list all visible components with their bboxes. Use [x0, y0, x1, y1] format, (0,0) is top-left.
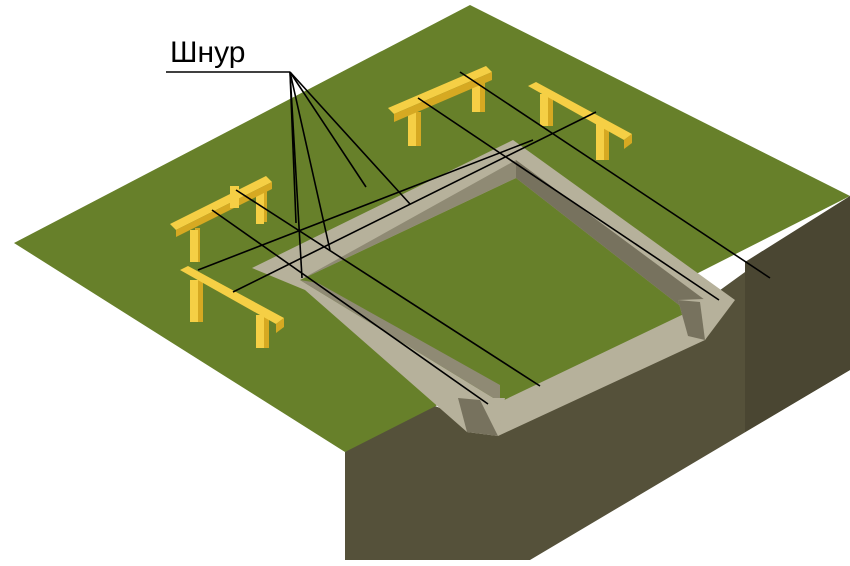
cord-line [459, 71, 771, 279]
batter-board-left-back [170, 176, 272, 262]
cord-line [211, 209, 489, 405]
trench-inner-wall-top [300, 160, 516, 280]
trench-inner-wall-right [516, 160, 705, 312]
trench [252, 140, 735, 436]
cord-callout: Шнур [166, 36, 411, 279]
callout-leader [289, 71, 297, 224]
cord-line [417, 97, 720, 301]
cord-label: Шнур [170, 36, 245, 69]
cords [197, 71, 771, 405]
trench-notch-right-wall [678, 300, 705, 340]
cord-line [232, 111, 597, 293]
callout-leader [289, 71, 331, 251]
batter-board-left-front [180, 266, 284, 348]
callout-leader [289, 71, 367, 188]
trench-notch-front-wall [458, 398, 498, 436]
cord-line [197, 139, 534, 271]
cord-line [235, 189, 541, 387]
soil-right-face [745, 196, 850, 432]
trench-inner-wall-left [300, 280, 500, 402]
batter-board-right-front [528, 82, 632, 160]
callout-leader [289, 71, 411, 205]
trench-inner-grass [300, 178, 688, 402]
